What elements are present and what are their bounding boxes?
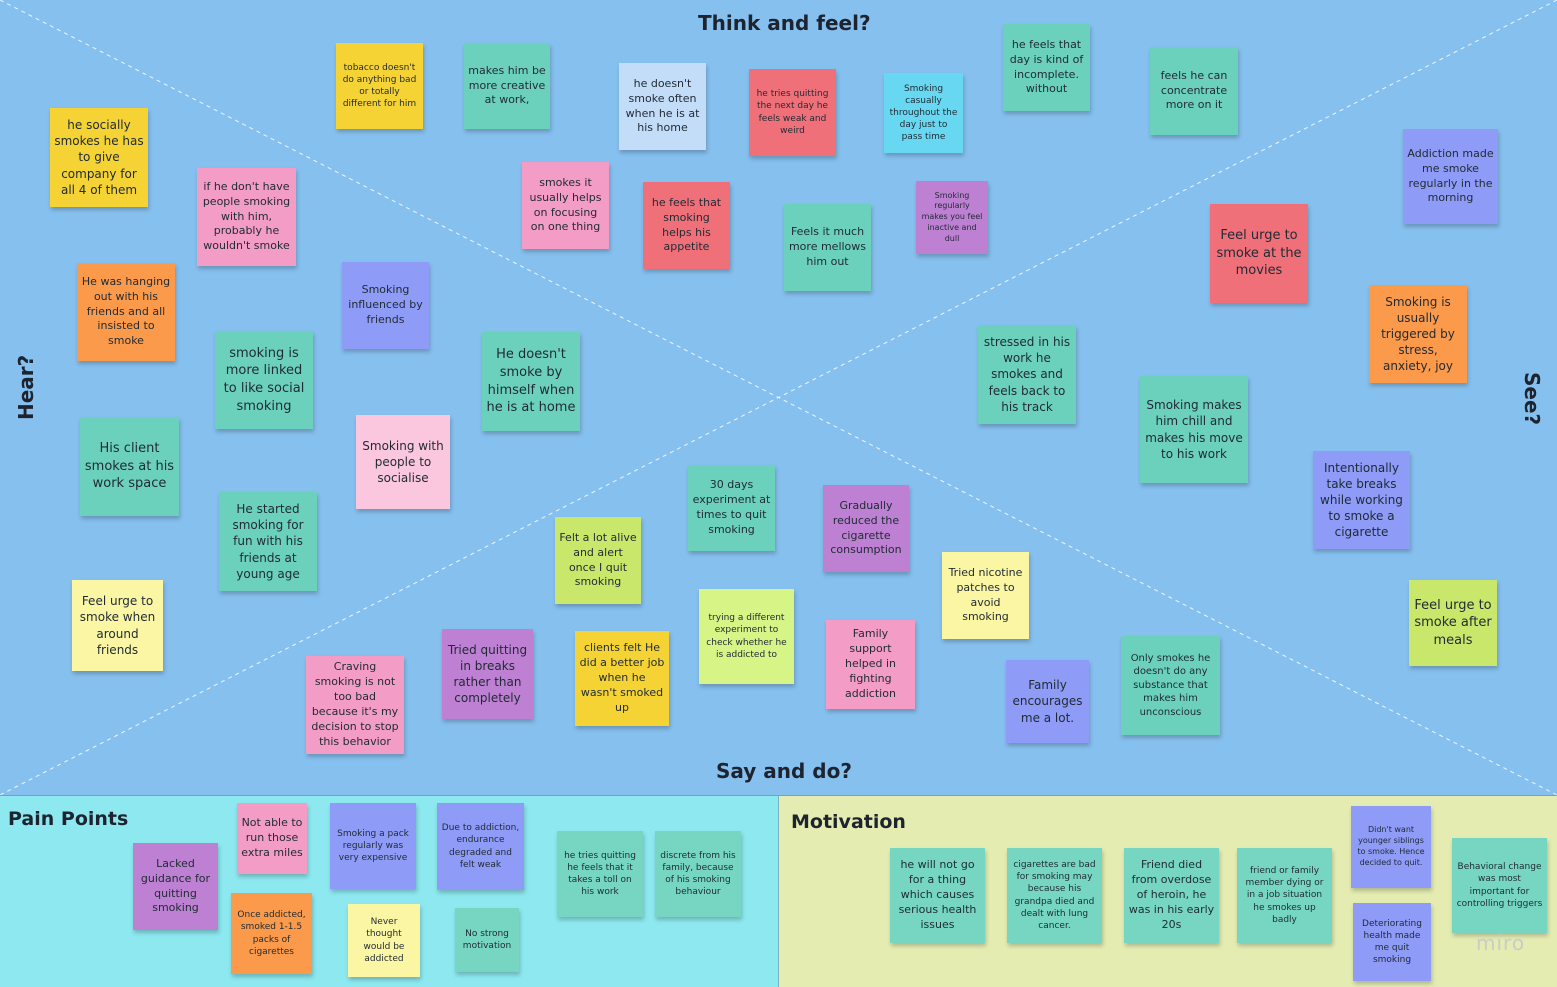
sticky-note[interactable]: Tried quitting in breaks rather than com…: [442, 629, 533, 719]
sticky-note[interactable]: friend or family member dying or in a jo…: [1237, 848, 1332, 943]
pain-points-section: Pain Points Not able to run those extra …: [0, 795, 778, 987]
sticky-note[interactable]: He doesn't smoke by himself when he is a…: [482, 332, 580, 431]
sticky-note[interactable]: makes him be more creative at work,: [464, 43, 550, 129]
motivation-title: Motivation: [791, 811, 906, 833]
sticky-note[interactable]: Due to addiction, endurance degraded and…: [437, 803, 524, 890]
sticky-note[interactable]: Craving smoking is not too bad because i…: [306, 656, 404, 754]
sticky-note[interactable]: Lacked guidance for quitting smoking: [133, 843, 218, 930]
sticky-note[interactable]: trying a different experiment to check w…: [699, 589, 794, 684]
sticky-note[interactable]: cigarettes are bad for smoking may becau…: [1007, 848, 1102, 943]
sticky-note[interactable]: Smoking casually throughout the day just…: [884, 73, 963, 153]
sticky-note[interactable]: He was hanging out with his friends and …: [77, 263, 175, 361]
sticky-note[interactable]: tobacco doesn't do anything bad or total…: [336, 43, 423, 129]
empathy-map-board: Think and feel? Say and do? Hear? See? t…: [0, 0, 1557, 795]
sticky-note[interactable]: No strong motivation: [455, 908, 519, 972]
sticky-note[interactable]: smoking is more linked to like social sm…: [215, 331, 313, 429]
sticky-note[interactable]: smokes it usually helps on focusing on o…: [522, 162, 609, 249]
sticky-note[interactable]: Only smokes he doesn't do any substance …: [1121, 636, 1220, 735]
sticky-note[interactable]: Family support helped in fighting addict…: [826, 620, 915, 709]
sticky-note[interactable]: 30 days experiment at times to quit smok…: [688, 465, 775, 551]
sticky-note[interactable]: he doesn't smoke often when he is at his…: [619, 63, 706, 150]
sticky-note[interactable]: His client smokes at his work space: [80, 417, 179, 516]
sticky-note[interactable]: He started smoking for fun with his frie…: [219, 492, 317, 591]
sticky-note[interactable]: Addiction made me smoke regularly in the…: [1403, 129, 1498, 224]
sticky-note[interactable]: discrete from his family, because of his…: [655, 831, 741, 917]
sticky-note[interactable]: he will not go for a thing which causes …: [890, 848, 985, 943]
sticky-note[interactable]: Feel urge to smoke at the movies: [1210, 204, 1308, 303]
sticky-note[interactable]: Gradually reduced the cigarette consumpt…: [823, 485, 909, 572]
sticky-note[interactable]: Didn't want younger siblings to smoke. H…: [1351, 806, 1431, 888]
sticky-note[interactable]: Intentionally take breaks while working …: [1313, 451, 1410, 549]
sticky-note[interactable]: he feels that smoking helps his appetite: [643, 182, 730, 269]
sticky-note[interactable]: Feels it much more mellows him out: [784, 204, 871, 291]
sticky-note[interactable]: Feel urge to smoke when around friends: [72, 580, 163, 671]
sticky-note[interactable]: Felt a lot alive and alert once I quit s…: [555, 517, 641, 604]
sticky-note[interactable]: Behavioral change was most important for…: [1452, 838, 1547, 933]
sticky-note[interactable]: Friend died from overdose of heroin, he …: [1124, 848, 1219, 943]
sticky-note[interactable]: Smoking influenced by friends: [342, 262, 429, 349]
sticky-note[interactable]: Once addicted, smoked 1-1.5 packs of cig…: [231, 893, 312, 974]
sticky-note[interactable]: he socially smokes he has to give compan…: [50, 108, 148, 207]
sticky-note[interactable]: Tried nicotine patches to avoid smoking: [942, 552, 1029, 639]
sticky-note[interactable]: Smoking is usually triggered by stress, …: [1369, 285, 1467, 383]
sticky-note[interactable]: stressed in his work he smokes and feels…: [978, 325, 1076, 424]
sticky-note[interactable]: Smoking a pack regularly was very expens…: [330, 803, 416, 889]
think-feel-label: Think and feel?: [698, 11, 871, 35]
sticky-note[interactable]: Smoking with people to socialise: [356, 415, 450, 509]
sticky-note[interactable]: clients felt He did a better job when he…: [575, 631, 669, 726]
sticky-note[interactable]: he tries quitting the next day he feels …: [749, 69, 836, 156]
see-label: See?: [1520, 372, 1544, 426]
sticky-note[interactable]: Feel urge to smoke after meals: [1409, 580, 1497, 666]
hear-label: Hear?: [14, 354, 38, 420]
sticky-note[interactable]: he feels that day is kind of incomplete.…: [1003, 24, 1090, 111]
say-do-label: Say and do?: [716, 759, 852, 783]
sticky-note[interactable]: he tries quitting he feels that it takes…: [557, 831, 643, 917]
pain-points-title: Pain Points: [8, 808, 129, 830]
sticky-note[interactable]: Family encourages me a lot.: [1006, 660, 1089, 743]
sticky-note[interactable]: Never thought would be addicted: [348, 904, 420, 977]
sticky-note[interactable]: Smoking regularly makes you feel inactiv…: [916, 181, 988, 254]
sticky-note[interactable]: feels he can concentrate more on it: [1150, 47, 1238, 135]
miro-watermark: miro: [1476, 931, 1526, 955]
motivation-section: Motivation he will not go for a thing wh…: [778, 795, 1557, 987]
sticky-note[interactable]: if he don't have people smoking with him…: [197, 168, 296, 266]
sticky-note[interactable]: Smoking makes him chill and makes his mo…: [1140, 376, 1248, 483]
sticky-note[interactable]: Deteriorating health made me quit smokin…: [1353, 903, 1431, 981]
quadrant-diagonals: [0, 0, 1557, 795]
sticky-note[interactable]: Not able to run those extra miles: [237, 803, 307, 874]
